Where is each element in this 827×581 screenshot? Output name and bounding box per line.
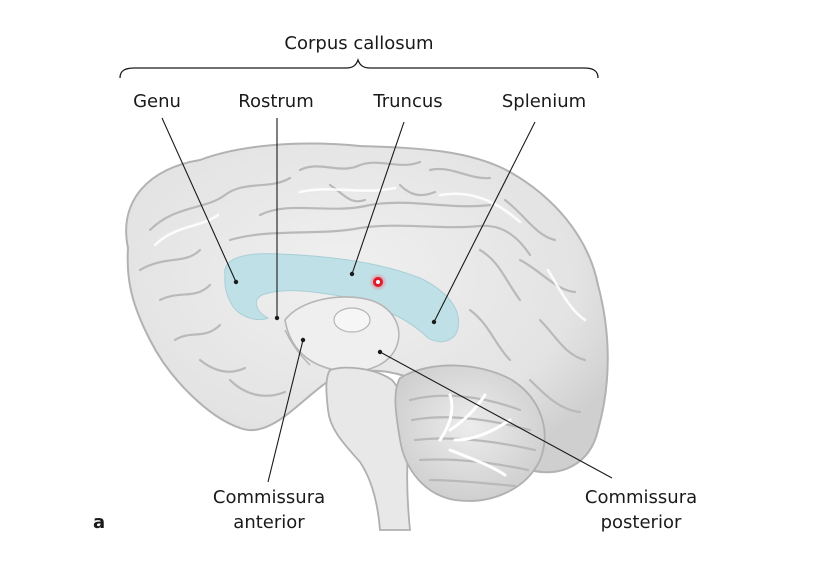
leader-commissura-anterior — [267, 339, 304, 483]
panel-letter: a — [93, 512, 105, 533]
label-commissura-anterior-line1: Commissura — [213, 487, 325, 508]
leader-commissura-posterior — [379, 351, 613, 479]
corpus-callosum-bracket — [119, 57, 599, 79]
cerebellum — [394, 364, 546, 502]
label-commissura-posterior-line2: posterior — [601, 512, 682, 533]
label-rostrum: Rostrum — [238, 91, 314, 112]
label-genu: Genu — [133, 91, 181, 112]
leader-lines — [161, 117, 613, 483]
corpus-callosum-region — [224, 253, 460, 343]
leader-dots — [233, 271, 437, 355]
diencephalon — [284, 296, 400, 373]
leader-genu — [161, 117, 237, 283]
label-commissura-posterior-line1: Commissura — [585, 487, 697, 508]
label-commissura-anterior-line2: anterior — [233, 512, 305, 533]
label-truncus: Truncus — [372, 91, 442, 112]
label-splenium: Splenium — [502, 91, 586, 112]
label-corpus-callosum: Corpus callosum — [284, 33, 433, 54]
leader-splenium — [433, 121, 536, 323]
leader-truncus — [351, 121, 405, 275]
marker-point — [369, 273, 387, 291]
brainstem — [325, 366, 411, 531]
